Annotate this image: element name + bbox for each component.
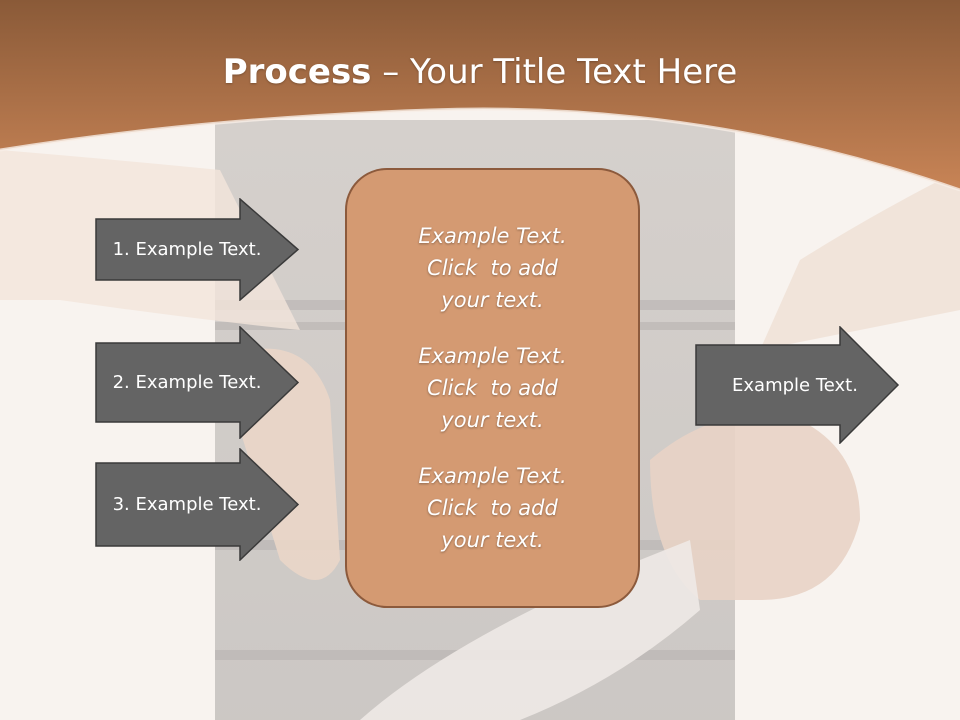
center-text-line: Click to add <box>427 496 558 520</box>
title-bold: Process <box>222 52 372 92</box>
arrow-label: 1. Example Text. <box>112 239 262 260</box>
center-text-block: Example Text. Click to add your text. <box>418 460 566 556</box>
center-text-box[interactable]: Example Text. Click to add your text. Ex… <box>345 168 640 608</box>
arrow-label: Example Text. <box>732 374 858 396</box>
right-arm-shape <box>760 170 960 350</box>
arrow-label: 3. Example Text. <box>112 494 262 515</box>
arrow-shape <box>695 325 900 445</box>
arrow-shape <box>95 197 300 302</box>
center-text-block: Example Text. Click to add your text. <box>418 340 566 436</box>
right-hand-shape <box>650 415 860 600</box>
center-text-line: Example Text. <box>418 224 567 248</box>
process-step-2-arrow[interactable]: 2. Example Text. <box>95 325 300 440</box>
center-text-line: your text. <box>441 288 544 312</box>
slide-title[interactable]: Process – Your Title Text Here <box>0 52 960 92</box>
center-text-line: Click to add <box>427 376 558 400</box>
center-text-block: Example Text. Click to add your text. <box>418 220 566 316</box>
center-text-line: Example Text. <box>418 464 567 488</box>
center-text-line: your text. <box>441 408 544 432</box>
center-text-line: Click to add <box>427 256 558 280</box>
arrow-shape <box>95 325 300 440</box>
process-step-1-arrow[interactable]: 1. Example Text. <box>95 197 300 302</box>
title-rest: – Your Title Text Here <box>371 52 738 92</box>
center-text-line: your text. <box>441 528 544 552</box>
process-step-3-arrow[interactable]: 3. Example Text. <box>95 447 300 562</box>
center-text-line: Example Text. <box>418 344 567 368</box>
header-band <box>0 0 960 190</box>
arrow-label: 2. Example Text. <box>112 372 262 393</box>
result-arrow[interactable]: Example Text. <box>695 325 900 445</box>
arrow-shape <box>95 447 300 562</box>
